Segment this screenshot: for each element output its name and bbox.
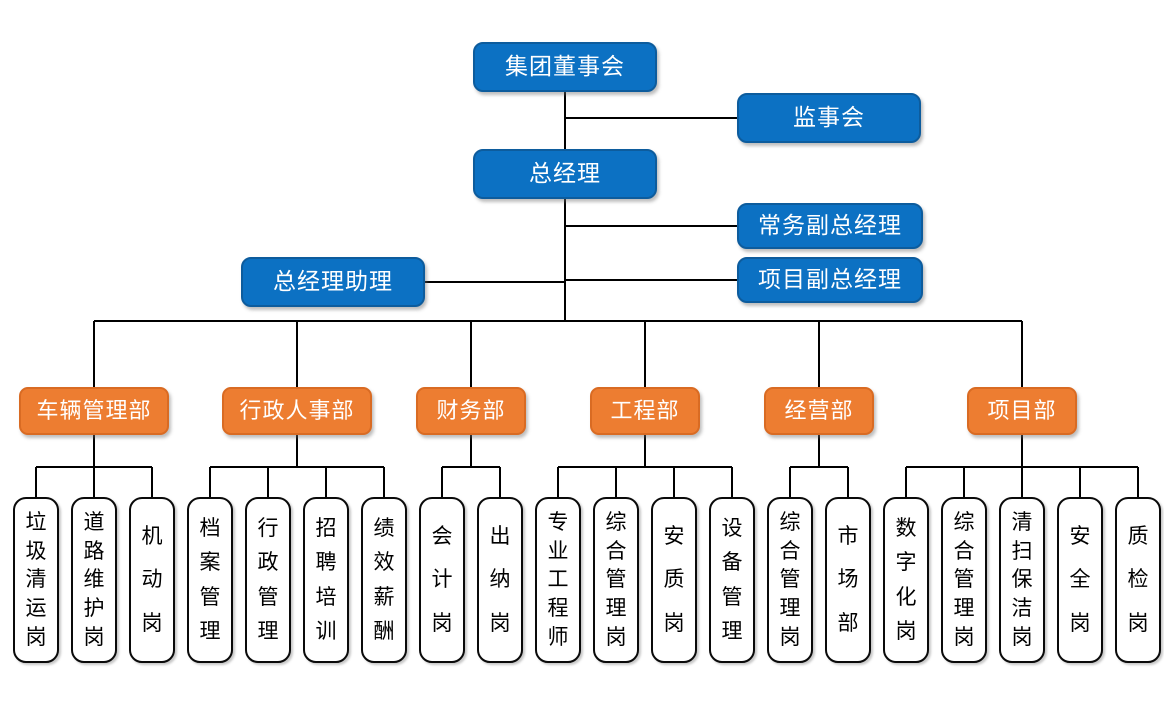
post-box: 机动岗 <box>129 497 175 663</box>
post-box: 安全岗 <box>1057 497 1103 663</box>
post-label: 综合管理岗 <box>779 510 801 650</box>
post-label: 安质岗 <box>663 525 685 635</box>
post-label: 专业工程师 <box>547 510 569 650</box>
post-box: 安质岗 <box>651 497 697 663</box>
node-general-manager: 总经理 <box>473 149 657 199</box>
node-supervisory-board: 监事会 <box>737 93 921 143</box>
post-label: 质检岗 <box>1127 525 1149 635</box>
post-label: 数字化岗 <box>895 516 917 644</box>
post-box: 出纳岗 <box>477 497 523 663</box>
post-label: 档案管理 <box>199 516 221 644</box>
post-box: 垃圾清运岗 <box>13 497 59 663</box>
post-box: 道路维护岗 <box>71 497 117 663</box>
post-box: 质检岗 <box>1115 497 1161 663</box>
node-executive-deputy-gm: 常务副总经理 <box>737 203 923 249</box>
post-label: 道路维护岗 <box>83 510 105 650</box>
dept-finance: 财务部 <box>416 387 526 435</box>
post-box: 档案管理 <box>187 497 233 663</box>
post-label: 综合管理岗 <box>953 510 975 650</box>
dept-project: 项目部 <box>967 387 1077 435</box>
post-label: 出纳岗 <box>489 525 511 635</box>
dept-admin-hr: 行政人事部 <box>222 387 372 435</box>
post-box: 专业工程师 <box>535 497 581 663</box>
node-gm-assistant: 总经理助理 <box>241 257 425 307</box>
post-box: 市场部 <box>825 497 871 663</box>
post-box: 数字化岗 <box>883 497 929 663</box>
post-label: 招聘培训 <box>315 516 337 644</box>
post-box: 综合管理岗 <box>941 497 987 663</box>
post-label: 综合管理岗 <box>605 510 627 650</box>
post-label: 市场部 <box>837 525 859 635</box>
node-group-board: 集团董事会 <box>473 42 657 92</box>
post-box: 综合管理岗 <box>593 497 639 663</box>
post-label: 行政管理 <box>257 516 279 644</box>
post-box: 会计岗 <box>419 497 465 663</box>
dept-business: 经营部 <box>764 387 874 435</box>
post-box: 综合管理岗 <box>767 497 813 663</box>
post-label: 设备管理 <box>721 516 743 644</box>
post-label: 绩效薪酬 <box>373 516 395 644</box>
post-label: 安全岗 <box>1069 525 1091 635</box>
post-label: 会计岗 <box>431 525 453 635</box>
post-box: 设备管理 <box>709 497 755 663</box>
node-project-deputy-gm: 项目副总经理 <box>737 257 923 303</box>
post-box: 行政管理 <box>245 497 291 663</box>
post-box: 绩效薪酬 <box>361 497 407 663</box>
dept-vehicle-management: 车辆管理部 <box>19 387 169 435</box>
post-label: 清扫保洁岗 <box>1011 510 1033 650</box>
post-label: 垃圾清运岗 <box>25 510 47 650</box>
post-box: 清扫保洁岗 <box>999 497 1045 663</box>
post-label: 机动岗 <box>141 525 163 635</box>
post-box: 招聘培训 <box>303 497 349 663</box>
dept-engineering: 工程部 <box>590 387 700 435</box>
